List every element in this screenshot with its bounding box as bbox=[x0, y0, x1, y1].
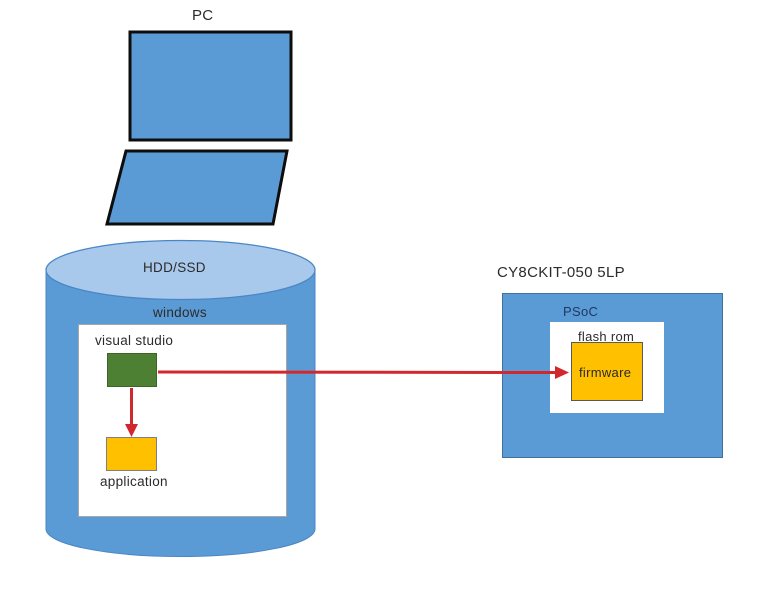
flash-rom-label: flash rom bbox=[578, 329, 635, 344]
application-label: application bbox=[100, 474, 168, 489]
firmware-label: firmware bbox=[579, 365, 632, 380]
laptop-keyboard-base bbox=[105, 149, 289, 226]
pc-label: PC bbox=[192, 7, 214, 24]
windows-label: windows bbox=[153, 305, 207, 320]
visual-studio-label: visual studio bbox=[95, 333, 174, 348]
kit-title: CY8CKIT-050 5LP bbox=[497, 264, 625, 281]
hdd-ssd-label: HDD/SSD bbox=[143, 260, 206, 275]
visual-studio-box bbox=[107, 353, 157, 387]
psoc-label: PSoC bbox=[563, 304, 599, 319]
hdd-cylinder-top bbox=[45, 239, 316, 301]
laptop-screen bbox=[128, 30, 293, 142]
application-box bbox=[106, 437, 157, 471]
firmware-box bbox=[571, 342, 643, 401]
